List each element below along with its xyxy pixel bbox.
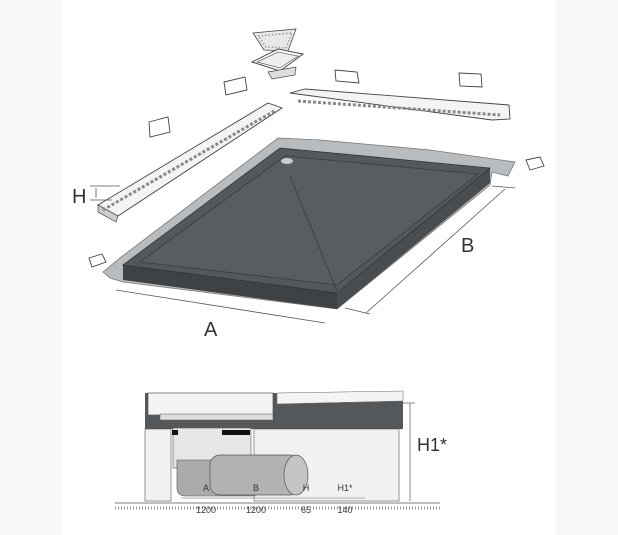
left-profile-rail	[97, 102, 284, 223]
table-header: H	[303, 483, 310, 493]
drain-grate	[252, 28, 297, 52]
label-h: H	[72, 186, 86, 208]
end-caps	[88, 69, 545, 268]
dimension-table: A B H H1* 1200 1200 65 140	[181, 483, 365, 515]
label-h1: H1*	[417, 435, 447, 455]
table-header: A	[203, 483, 209, 493]
back-profile-rail	[289, 88, 511, 121]
table-cell: 1200	[196, 505, 216, 515]
label-b: B	[461, 235, 474, 257]
table-cell: 140	[337, 505, 352, 515]
table-cell: 65	[301, 505, 311, 515]
right-margin	[556, 0, 618, 535]
section-view	[115, 390, 440, 510]
dimension-lines	[90, 185, 516, 324]
label-a: A	[204, 319, 218, 341]
table-cell: 1200	[246, 505, 266, 515]
left-margin	[0, 0, 62, 535]
table-header: H1*	[337, 483, 353, 493]
drain-frame	[250, 48, 305, 80]
drain-hole	[281, 158, 293, 164]
shower-tray	[121, 147, 492, 309]
table-header: B	[253, 483, 259, 493]
